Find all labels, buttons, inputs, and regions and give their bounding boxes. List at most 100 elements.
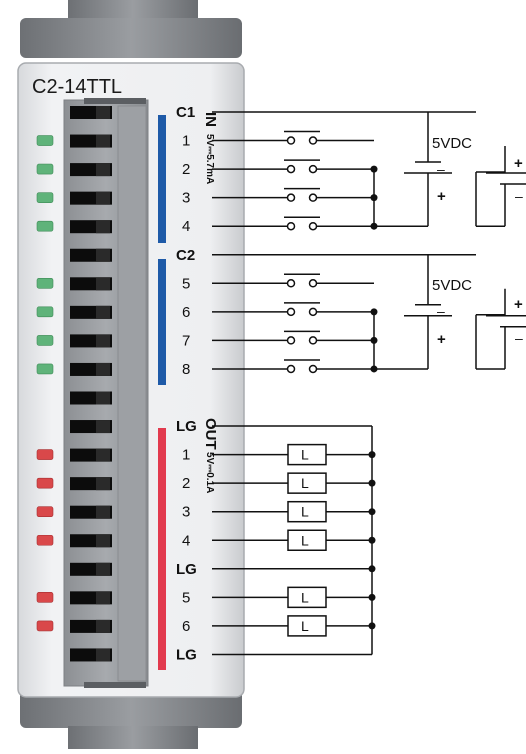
load-label: L (301, 447, 309, 463)
switch-contact (308, 164, 318, 174)
junction-dot (368, 536, 376, 544)
terminal-label: 2 (182, 161, 190, 178)
wiring (212, 111, 526, 656)
switch-contact (286, 364, 296, 374)
bottom-cap (68, 726, 198, 749)
load-box (287, 472, 327, 494)
switch-contact (286, 221, 296, 231)
top-cap (68, 0, 198, 20)
output-led (36, 449, 54, 460)
junction-dot (368, 565, 376, 573)
terminal-label: 1 (182, 447, 190, 464)
output-led (36, 506, 54, 518)
terminal-screw-slot (96, 106, 110, 119)
polarity-plus-2: + (437, 331, 446, 348)
input-led (36, 363, 54, 375)
terminal-block-bottom-lip (84, 682, 146, 688)
input-led (36, 220, 54, 232)
polarity-plus-1b: + (514, 155, 523, 172)
terminal-label: 4 (182, 532, 190, 549)
terminal-screw-slot (96, 391, 110, 405)
load-label: L (301, 618, 309, 634)
junction-dot (368, 593, 376, 601)
switch-contact (286, 279, 296, 288)
output-bar (158, 428, 166, 670)
module-name: C2-14TTL (32, 76, 122, 98)
terminal-label: LG (176, 418, 197, 435)
junction-dot (370, 194, 378, 202)
terminal-screw-slot (96, 420, 110, 434)
output-title: OUT (202, 418, 219, 450)
output-led (36, 477, 54, 489)
terminal-screw-slot (96, 191, 110, 205)
junction-dot (368, 451, 376, 459)
terminal-label: 7 (182, 332, 190, 349)
junction-dot (370, 336, 378, 344)
polarity-plus-1: + (437, 188, 446, 205)
terminal-screw-slot (96, 562, 110, 576)
terminal-label: 6 (182, 304, 190, 321)
terminal-label: C1 (176, 104, 195, 121)
switch-contact (308, 307, 318, 317)
input-led (36, 135, 54, 146)
load-box (287, 529, 327, 551)
input-bar-c1 (158, 115, 166, 243)
switch-contact (308, 279, 318, 288)
switch-contact (286, 164, 296, 174)
terminal-block-top-lip (84, 98, 146, 104)
terminal-label: 6 (182, 618, 190, 635)
input-title-group: IN 5V⎓5.7mA (202, 112, 219, 184)
junction-dot (370, 165, 378, 173)
terminal-label: 1 (182, 133, 190, 150)
terminal-label: 2 (182, 475, 190, 492)
terminal-label: 3 (182, 504, 190, 521)
terminal-screw-slot (96, 534, 110, 548)
load-box (287, 443, 327, 466)
terminal-block-rail (117, 105, 147, 682)
terminal-label: LG (176, 646, 197, 663)
junction-dot (368, 622, 376, 630)
input-led (36, 335, 54, 346)
bottom-cap-lip (20, 688, 242, 728)
junction-dot (370, 308, 378, 316)
switch-contact (308, 136, 318, 145)
terminal-screw-slot (96, 134, 110, 148)
switch-contact (286, 136, 296, 145)
input-led (36, 306, 54, 318)
junction-dot (368, 508, 376, 516)
polarity-plus-2b: + (514, 296, 523, 313)
output-rating: 5V⎓0.1A (204, 452, 215, 493)
terminal-screw-slot (96, 305, 110, 319)
switch-contact (286, 193, 296, 202)
status-leds (36, 135, 54, 632)
switch-contact (308, 336, 318, 345)
load-label: L (301, 589, 309, 605)
output-led (36, 592, 54, 603)
switch-contact (308, 221, 318, 231)
terminal-screw-slot (96, 591, 110, 605)
output-led (36, 620, 54, 632)
top-cap-lip (20, 18, 242, 58)
terminal-screw-slot (96, 220, 110, 234)
switch-contact (286, 336, 296, 345)
terminal-screw-slot (96, 505, 110, 519)
terminal-label: 3 (182, 190, 190, 207)
terminal-screw-slot (96, 648, 110, 662)
polarity-minus-1: – (437, 161, 445, 177)
input-led (36, 163, 54, 175)
terminal-label: 8 (182, 361, 190, 378)
supply-label-1: 5VDC (432, 135, 472, 152)
junction-dot (368, 479, 376, 487)
polarity-minus-1b: – (515, 188, 523, 204)
terminal-screw-slot (96, 619, 110, 633)
terminal-screw-slot (96, 248, 110, 262)
terminal-label: 4 (182, 218, 190, 235)
terminal-label: LG (176, 561, 197, 578)
output-led (36, 534, 54, 546)
load-label: L (301, 532, 309, 548)
supply-label-2: 5VDC (432, 277, 472, 294)
